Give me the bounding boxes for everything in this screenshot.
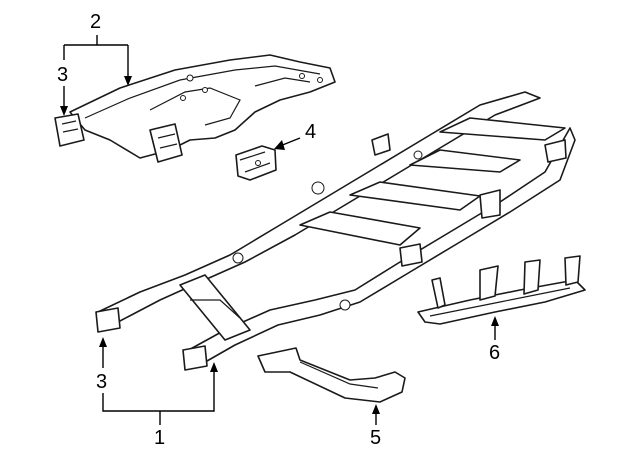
- callout-4: 4: [305, 121, 317, 143]
- callout-6: 6: [489, 342, 501, 364]
- callout-5: 5: [370, 427, 382, 449]
- callout-2: 2: [90, 11, 102, 33]
- shield-part[interactable]: [417, 255, 586, 325]
- skid-bracket-part[interactable]: [257, 347, 406, 403]
- front-frame-section-part[interactable]: [54, 54, 336, 163]
- bracket-part[interactable]: [235, 145, 277, 181]
- callout-1: 1: [154, 427, 166, 449]
- callout-3-top: 3: [57, 64, 69, 86]
- callout-3-bottom: 3: [96, 371, 108, 393]
- leader-lines: [60, 35, 499, 425]
- main-frame-part[interactable]: [95, 91, 576, 371]
